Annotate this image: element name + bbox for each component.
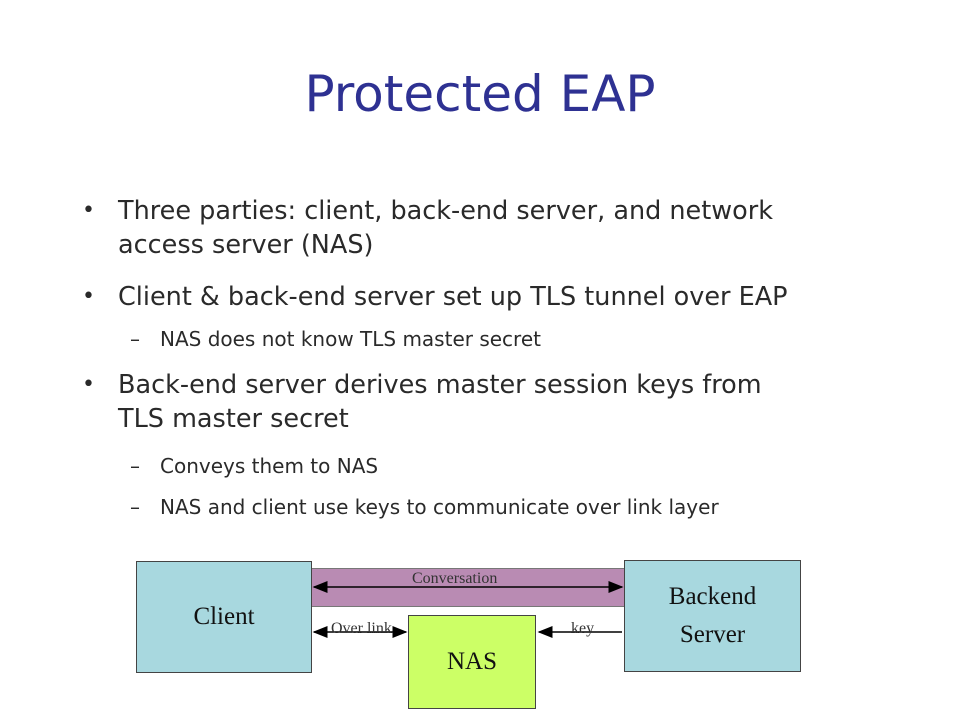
bullet-item: • Three parties: client, back-end server… bbox=[82, 194, 898, 262]
sub-bullet-line: NAS does not know TLS master secret bbox=[160, 327, 541, 351]
sub-bullet-item: – NAS and client use keys to communicate… bbox=[130, 493, 920, 521]
client-box: Client bbox=[136, 561, 312, 673]
sub-bullet-item: – NAS does not know TLS master secret bbox=[130, 325, 920, 353]
backend-label-line1: Backend bbox=[668, 583, 757, 610]
client-label: Client bbox=[193, 603, 255, 630]
backend-server-box: Backend Server bbox=[624, 560, 801, 672]
bullet-line: Client & back-end server set up TLS tunn… bbox=[118, 282, 788, 312]
dash-icon: – bbox=[130, 495, 140, 519]
bullet-item: • Back-end server derives master session… bbox=[82, 368, 898, 436]
dash-icon: – bbox=[130, 327, 140, 351]
sub-bullet-item: – Conveys them to NAS bbox=[130, 452, 920, 480]
bullet-dot-icon: • bbox=[82, 198, 95, 223]
bullet-line: access server (NAS) bbox=[118, 230, 374, 260]
bullet-dot-icon: • bbox=[82, 372, 95, 397]
bullet-dot-icon: • bbox=[82, 284, 95, 309]
dash-icon: – bbox=[130, 454, 140, 478]
key-label: key bbox=[571, 620, 595, 637]
over-link-label: Over link bbox=[331, 620, 392, 637]
bullet-line: Back-end server derives master session k… bbox=[118, 370, 762, 400]
backend-label-line2: Server bbox=[679, 621, 746, 648]
conversation-label: Conversation bbox=[412, 570, 498, 587]
sub-bullet-line: NAS and client use keys to communicate o… bbox=[160, 495, 719, 519]
slide-title: Protected EAP bbox=[304, 65, 656, 123]
bullet-item: • Client & back-end server set up TLS tu… bbox=[82, 280, 898, 314]
bullet-line: Three parties: client, back-end server, … bbox=[118, 196, 773, 226]
nas-label: NAS bbox=[446, 648, 497, 675]
nas-box: NAS bbox=[408, 615, 536, 709]
sub-bullet-line: Conveys them to NAS bbox=[160, 454, 379, 478]
bullet-line: TLS master secret bbox=[118, 404, 349, 434]
